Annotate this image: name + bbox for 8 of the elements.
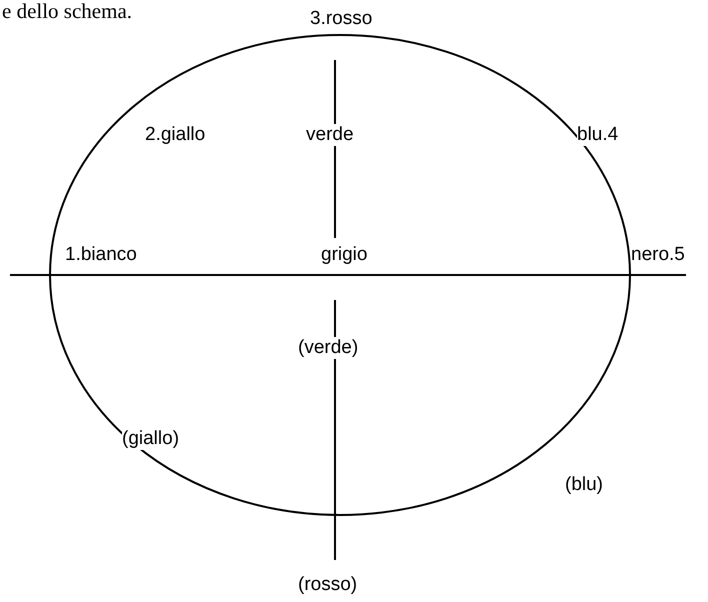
position-label: 2.giallo [145, 124, 206, 146]
color-label: (blu) [565, 474, 604, 496]
color-label: (rosso) [298, 574, 358, 596]
color-label: (verde) [298, 337, 358, 359]
color-label: (giallo) [122, 428, 180, 450]
position-label: blu.4 [577, 124, 618, 146]
color-label: verde [306, 124, 354, 146]
color-label: grigio [321, 244, 368, 266]
